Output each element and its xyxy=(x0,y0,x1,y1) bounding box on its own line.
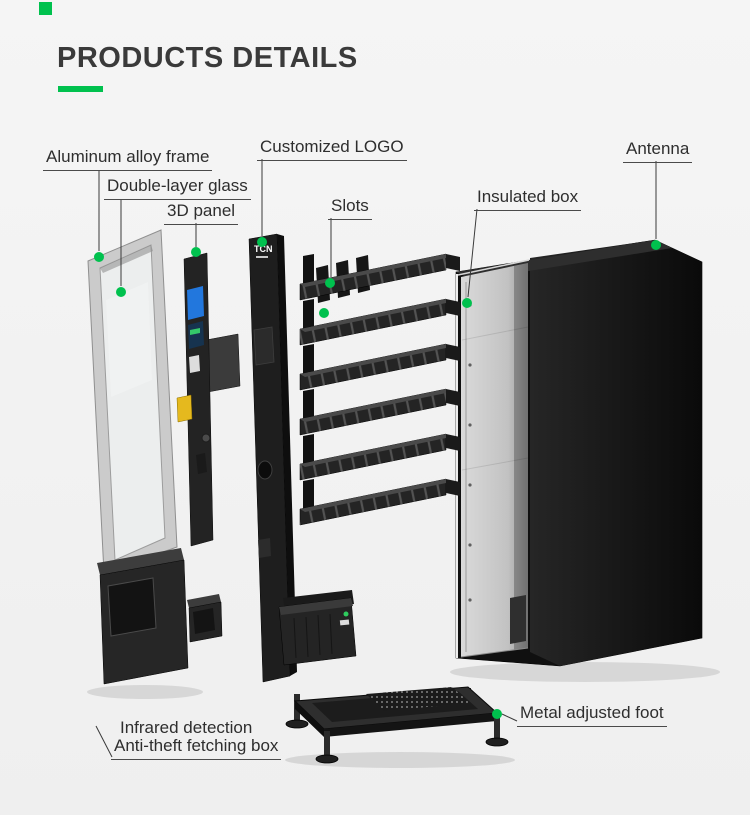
marker-metal-foot xyxy=(492,709,502,719)
panel-yellow-bracket xyxy=(176,394,193,423)
slot-tray xyxy=(299,388,460,436)
adjusted-foot xyxy=(315,731,339,764)
label-customized-logo: Customized LOGO xyxy=(257,137,407,161)
label-antenna: Antenna xyxy=(623,139,693,163)
marker-slots-lower xyxy=(319,308,329,318)
slot-tray xyxy=(299,343,460,391)
insulated-box-graphic xyxy=(455,239,703,667)
label-3d-panel: 3D panel xyxy=(164,201,239,225)
slot-tray xyxy=(299,478,460,526)
label-metal-adjusted-foot: Metal adjusted foot xyxy=(517,703,667,727)
logo-text: TCN xyxy=(254,244,273,254)
marker-insulated-box xyxy=(462,298,472,308)
label-slots: Slots xyxy=(328,196,372,220)
label-double-layer-glass: Double-layer glass xyxy=(104,176,251,200)
logo-pillar-graphic: TCN xyxy=(248,233,297,683)
base-plate-graphic xyxy=(285,686,509,764)
leader-insulated-box xyxy=(467,208,478,298)
label-aluminum-alloy-frame: Aluminum alloy frame xyxy=(43,147,213,171)
marker-antenna xyxy=(651,240,661,250)
anti-theft-fetching-box-graphic xyxy=(97,548,189,685)
marker-3d-panel xyxy=(191,247,201,257)
page-title: PRODUCTS DETAILS xyxy=(57,42,358,74)
marker-slots-top xyxy=(325,278,335,288)
label-infrared-detection: Infrared detection xyxy=(120,718,253,737)
slots-graphic xyxy=(299,253,460,526)
marker-double-layer-glass xyxy=(116,287,126,297)
accent-square xyxy=(39,2,52,15)
marker-customized-logo xyxy=(257,237,267,247)
aluminum-frame-graphic xyxy=(87,229,178,574)
infrared-detection-box-graphic xyxy=(187,594,223,643)
title-accent-bar xyxy=(58,86,103,92)
adjusted-foot xyxy=(485,716,509,747)
mesh-area xyxy=(366,687,470,711)
leader-anti-theft-box xyxy=(95,725,113,758)
panel-screen xyxy=(187,286,204,320)
insulated-box-interior xyxy=(461,263,528,657)
slot-tray xyxy=(299,433,460,481)
label-anti-theft-fetching-box: Anti-theft fetching box xyxy=(111,736,282,760)
leader-metal-foot xyxy=(501,713,518,722)
3d-panel-graphic xyxy=(176,252,241,547)
leader-lines xyxy=(95,159,657,758)
slot-tray xyxy=(299,298,460,346)
label-insulated-box: Insulated box xyxy=(474,187,582,211)
marker-aluminum-frame xyxy=(94,252,104,262)
ground-shadows xyxy=(87,662,720,768)
slot-tray xyxy=(299,253,460,301)
control-box-graphic xyxy=(278,590,357,666)
marker-dots xyxy=(94,237,661,719)
